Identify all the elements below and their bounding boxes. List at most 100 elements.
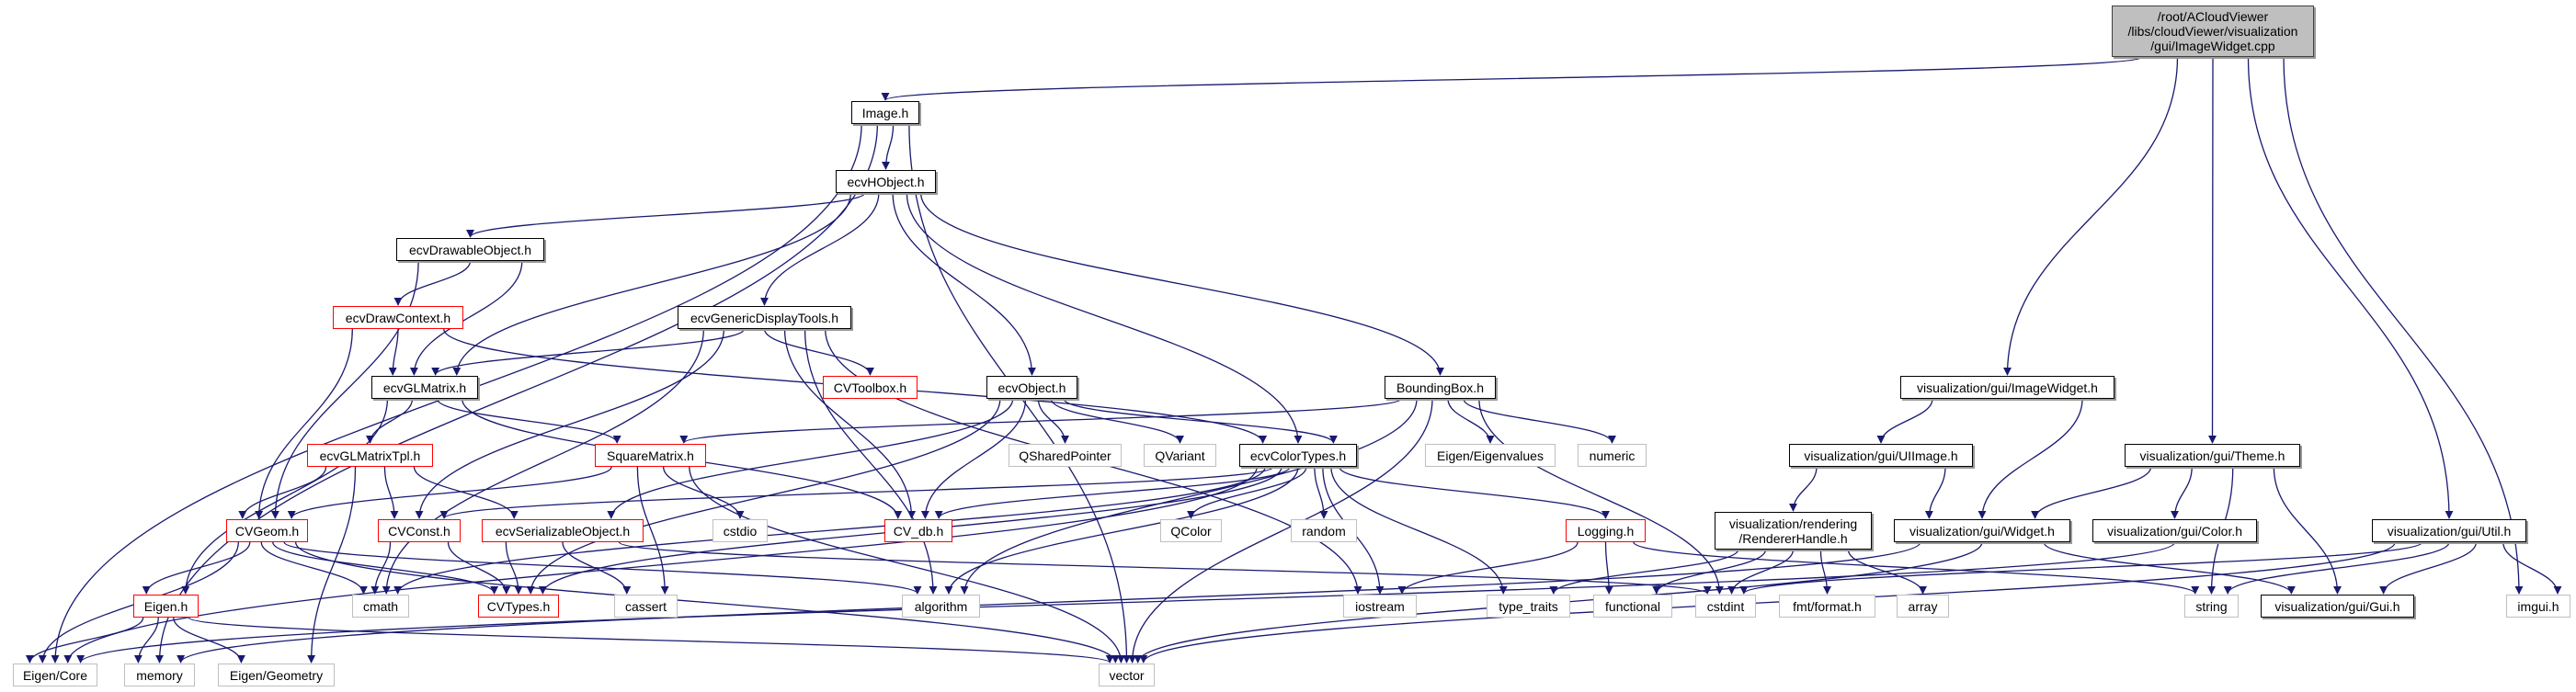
edge-util-to-imgui (2502, 541, 2562, 595)
edge-gendisplay-to-algorithm (804, 328, 938, 595)
edge-squarematrix-to-cvgeom (287, 466, 612, 519)
node-cassert: cassert (614, 595, 678, 618)
edge-cvgeom-to-cvtypes (272, 541, 499, 595)
edge-image-h-to-hobject (881, 123, 895, 170)
node-cmath: cmath (352, 595, 409, 618)
edge-imagewidget-h-to-widget (1978, 398, 2083, 519)
node-serializable[interactable]: ecvSerializableObject.h (482, 519, 644, 542)
node-vector: vector (1099, 664, 1155, 686)
edge-logging-to-string (1633, 541, 2200, 595)
node-color[interactable]: visualization/gui/Color.h (2092, 519, 2257, 542)
node-rendererhandle[interactable]: visualization/rendering /RendererHandle.… (1715, 512, 1872, 550)
node-cvtoolbox[interactable]: CVToolbox.h (823, 376, 918, 399)
edge-drawable-to-cvgeom (270, 260, 419, 519)
edge-theme-to-widget (2031, 466, 2152, 519)
node-type-traits: type_traits (1487, 595, 1570, 618)
edge-eigen-h-to-eigen-geometry (173, 617, 245, 664)
node-theme[interactable]: visualization/gui/Theme.h (2125, 444, 2300, 467)
edge-ecvobject-to-qvariant (1050, 398, 1184, 444)
edge-serializable-to-cstdint (618, 541, 1712, 595)
node-eigenvalues: Eigen/Eigenvalues (1425, 444, 1556, 467)
node-cstdint: cstdint (1695, 595, 1756, 618)
node-hobject[interactable]: ecvHObject.h (836, 170, 936, 193)
node-cstdio: cstdio (712, 519, 768, 542)
node-uiimage[interactable]: visualization/gui/UIImage.h (1789, 444, 1973, 467)
node-qvariant: QVariant (1144, 444, 1216, 467)
edge-squarematrix-to-cstdio (662, 466, 745, 519)
edge-colortypes-to-random (1314, 466, 1328, 519)
node-qsharedpointer: QSharedPointer (1009, 444, 1122, 467)
edge-gendisplay-to-cvconst (415, 328, 725, 519)
node-imagewidget-h[interactable]: visualization/gui/ImageWidget.h (1900, 376, 2114, 399)
edge-gendisplay-to-cmath (382, 328, 704, 595)
edge-eigen-h-to-eigen-core (25, 617, 144, 664)
edge-rendererhandle-to-functional (1652, 549, 1767, 595)
edge-squarematrix-to-cassert (636, 466, 669, 595)
edge-widget-to-gui-h (2043, 541, 2296, 595)
node-cvgeom[interactable]: CVGeom.h (226, 519, 308, 542)
node-algorithm: algorithm (902, 595, 980, 618)
edge-rendererhandle-to-type-traits (1549, 549, 1739, 595)
edge-glmatrixtpl-to-eigen-geometry (307, 466, 357, 664)
edge-drawcontext-to-glmatrix (388, 328, 399, 376)
node-glmatrixtpl[interactable]: ecvGLMatrixTpl.h (307, 444, 433, 467)
node-imgui: imgui.h (2506, 595, 2570, 618)
node-root[interactable]: /root/ACloudViewer /libs/cloudViewer/vis… (2112, 6, 2314, 57)
node-squarematrix[interactable]: SquareMatrix.h (595, 444, 706, 467)
node-logging[interactable]: Logging.h (1566, 519, 1646, 542)
edge-gendisplay-to-cvdb (783, 328, 917, 519)
edge-root-to-image-h (881, 56, 2143, 101)
edge-eigen-h-to-vector (188, 617, 1114, 664)
node-bbox[interactable]: BoundingBox.h (1385, 376, 1496, 399)
edge-serializable-to-cvtypes (505, 541, 523, 595)
edge-hobject-to-ecvobject (892, 192, 1037, 376)
edge-drawcontext-to-cvgeom (255, 328, 353, 519)
edge-logging-to-functional (1604, 541, 1613, 595)
edge-util-to-vector (1139, 541, 2396, 664)
edge-imagewidget-h-to-uiimage (1876, 398, 1933, 444)
node-array: array (1897, 595, 1949, 618)
edge-cvconst-to-cmath (370, 541, 392, 595)
node-gendisplay[interactable]: ecvGenericDisplayTools.h (678, 306, 851, 329)
edge-widget-to-memory (177, 541, 1921, 664)
edge-colortypes-to-qcolor (1186, 466, 1307, 519)
edge-cvgeom-to-vector (295, 541, 1120, 664)
node-glmatrix[interactable]: ecvGLMatrix.h (371, 376, 478, 399)
edge-rendererhandle-to-fmt-format (1819, 549, 1832, 595)
edge-ecvobject-to-serializable (607, 398, 1014, 519)
node-functional: functional (1593, 595, 1672, 618)
node-drawcontext[interactable]: ecvDrawContext.h (333, 306, 463, 329)
node-ecvobject[interactable]: ecvObject.h (986, 376, 1077, 399)
edge-logging-to-iostream (1397, 541, 1579, 595)
edge-drawable-to-glmatrix (409, 260, 523, 376)
edge-ecvobject-to-colortypes (1063, 398, 1338, 444)
node-cvconst[interactable]: CVConst.h (378, 519, 461, 542)
node-colortypes[interactable]: ecvColorTypes.h (1239, 444, 1357, 467)
edge-bbox-to-cstdint (1478, 398, 1724, 595)
node-cvtypes[interactable]: CVTypes.h (478, 595, 559, 618)
edge-colortypes-to-cvconst (439, 466, 1274, 519)
node-gui-h[interactable]: visualization/gui/Gui.h (2261, 595, 2414, 618)
node-image-h[interactable]: Image.h (851, 101, 919, 124)
node-numeric: numeric (1578, 444, 1647, 467)
edge-cvgeom-to-eigen-h (142, 541, 251, 595)
node-memory: memory (124, 664, 195, 686)
node-eigen-h[interactable]: Eigen.h (133, 595, 199, 618)
edge-cvconst-to-cvtypes (447, 541, 511, 595)
edge-drawable-to-drawcontext (393, 260, 472, 306)
edge-ecvobject-to-cvdb (920, 398, 1027, 519)
edge-gendisplay-to-cvtoolbox (763, 328, 875, 376)
node-widget[interactable]: visualization/gui/Widget.h (1894, 519, 2070, 542)
node-util[interactable]: visualization/gui/Util.h (2372, 519, 2526, 542)
node-drawable[interactable]: ecvDrawableObject.h (396, 238, 544, 261)
edge-colortypes-to-algorithm (944, 466, 1299, 595)
node-eigen-geometry: Eigen/Geometry (218, 664, 335, 686)
node-cvdb[interactable]: CV_db.h (884, 519, 952, 542)
edge-colortypes-to-eigen-core (63, 466, 1258, 664)
edge-bbox-to-eigenvalues (1447, 398, 1495, 444)
edge-hobject-to-gendisplay (759, 192, 880, 306)
edge-colortypes-to-cmath (393, 466, 1266, 595)
edge-glmatrix-to-eigen-h (181, 398, 389, 595)
node-string: string (2184, 595, 2239, 618)
